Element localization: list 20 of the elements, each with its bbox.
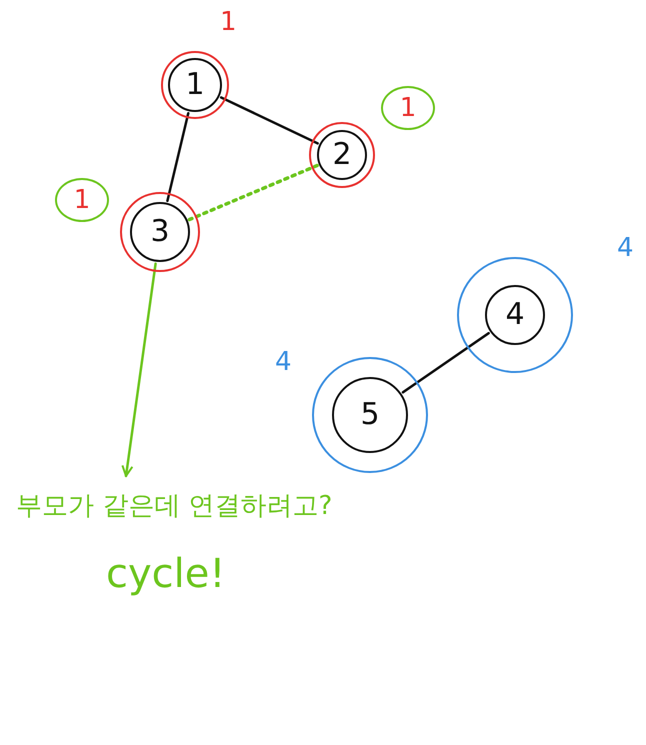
- arrow: [121, 262, 157, 478]
- rank-label: 1: [381, 86, 435, 130]
- node-circle: [130, 202, 190, 262]
- connector-line: [188, 164, 319, 222]
- handwritten-note: 부모가 같은데 연결하려고?: [16, 490, 332, 523]
- rank-label: 4: [275, 349, 292, 375]
- node-number: 1: [185, 70, 205, 100]
- connector-line: [220, 96, 319, 145]
- node-number: 4: [505, 300, 525, 330]
- handwritten-note: cycle!: [105, 551, 226, 597]
- connector-line: [166, 112, 190, 202]
- connector-line: [402, 332, 490, 394]
- rank-label: 4: [617, 235, 634, 261]
- node-circle: [168, 58, 222, 112]
- node-circle: [317, 130, 367, 180]
- node-number: 5: [360, 400, 380, 430]
- node-number: 3: [150, 217, 170, 247]
- rank-label: 1: [55, 178, 109, 222]
- node-number: 2: [332, 140, 352, 170]
- rank-label: 1: [220, 9, 237, 35]
